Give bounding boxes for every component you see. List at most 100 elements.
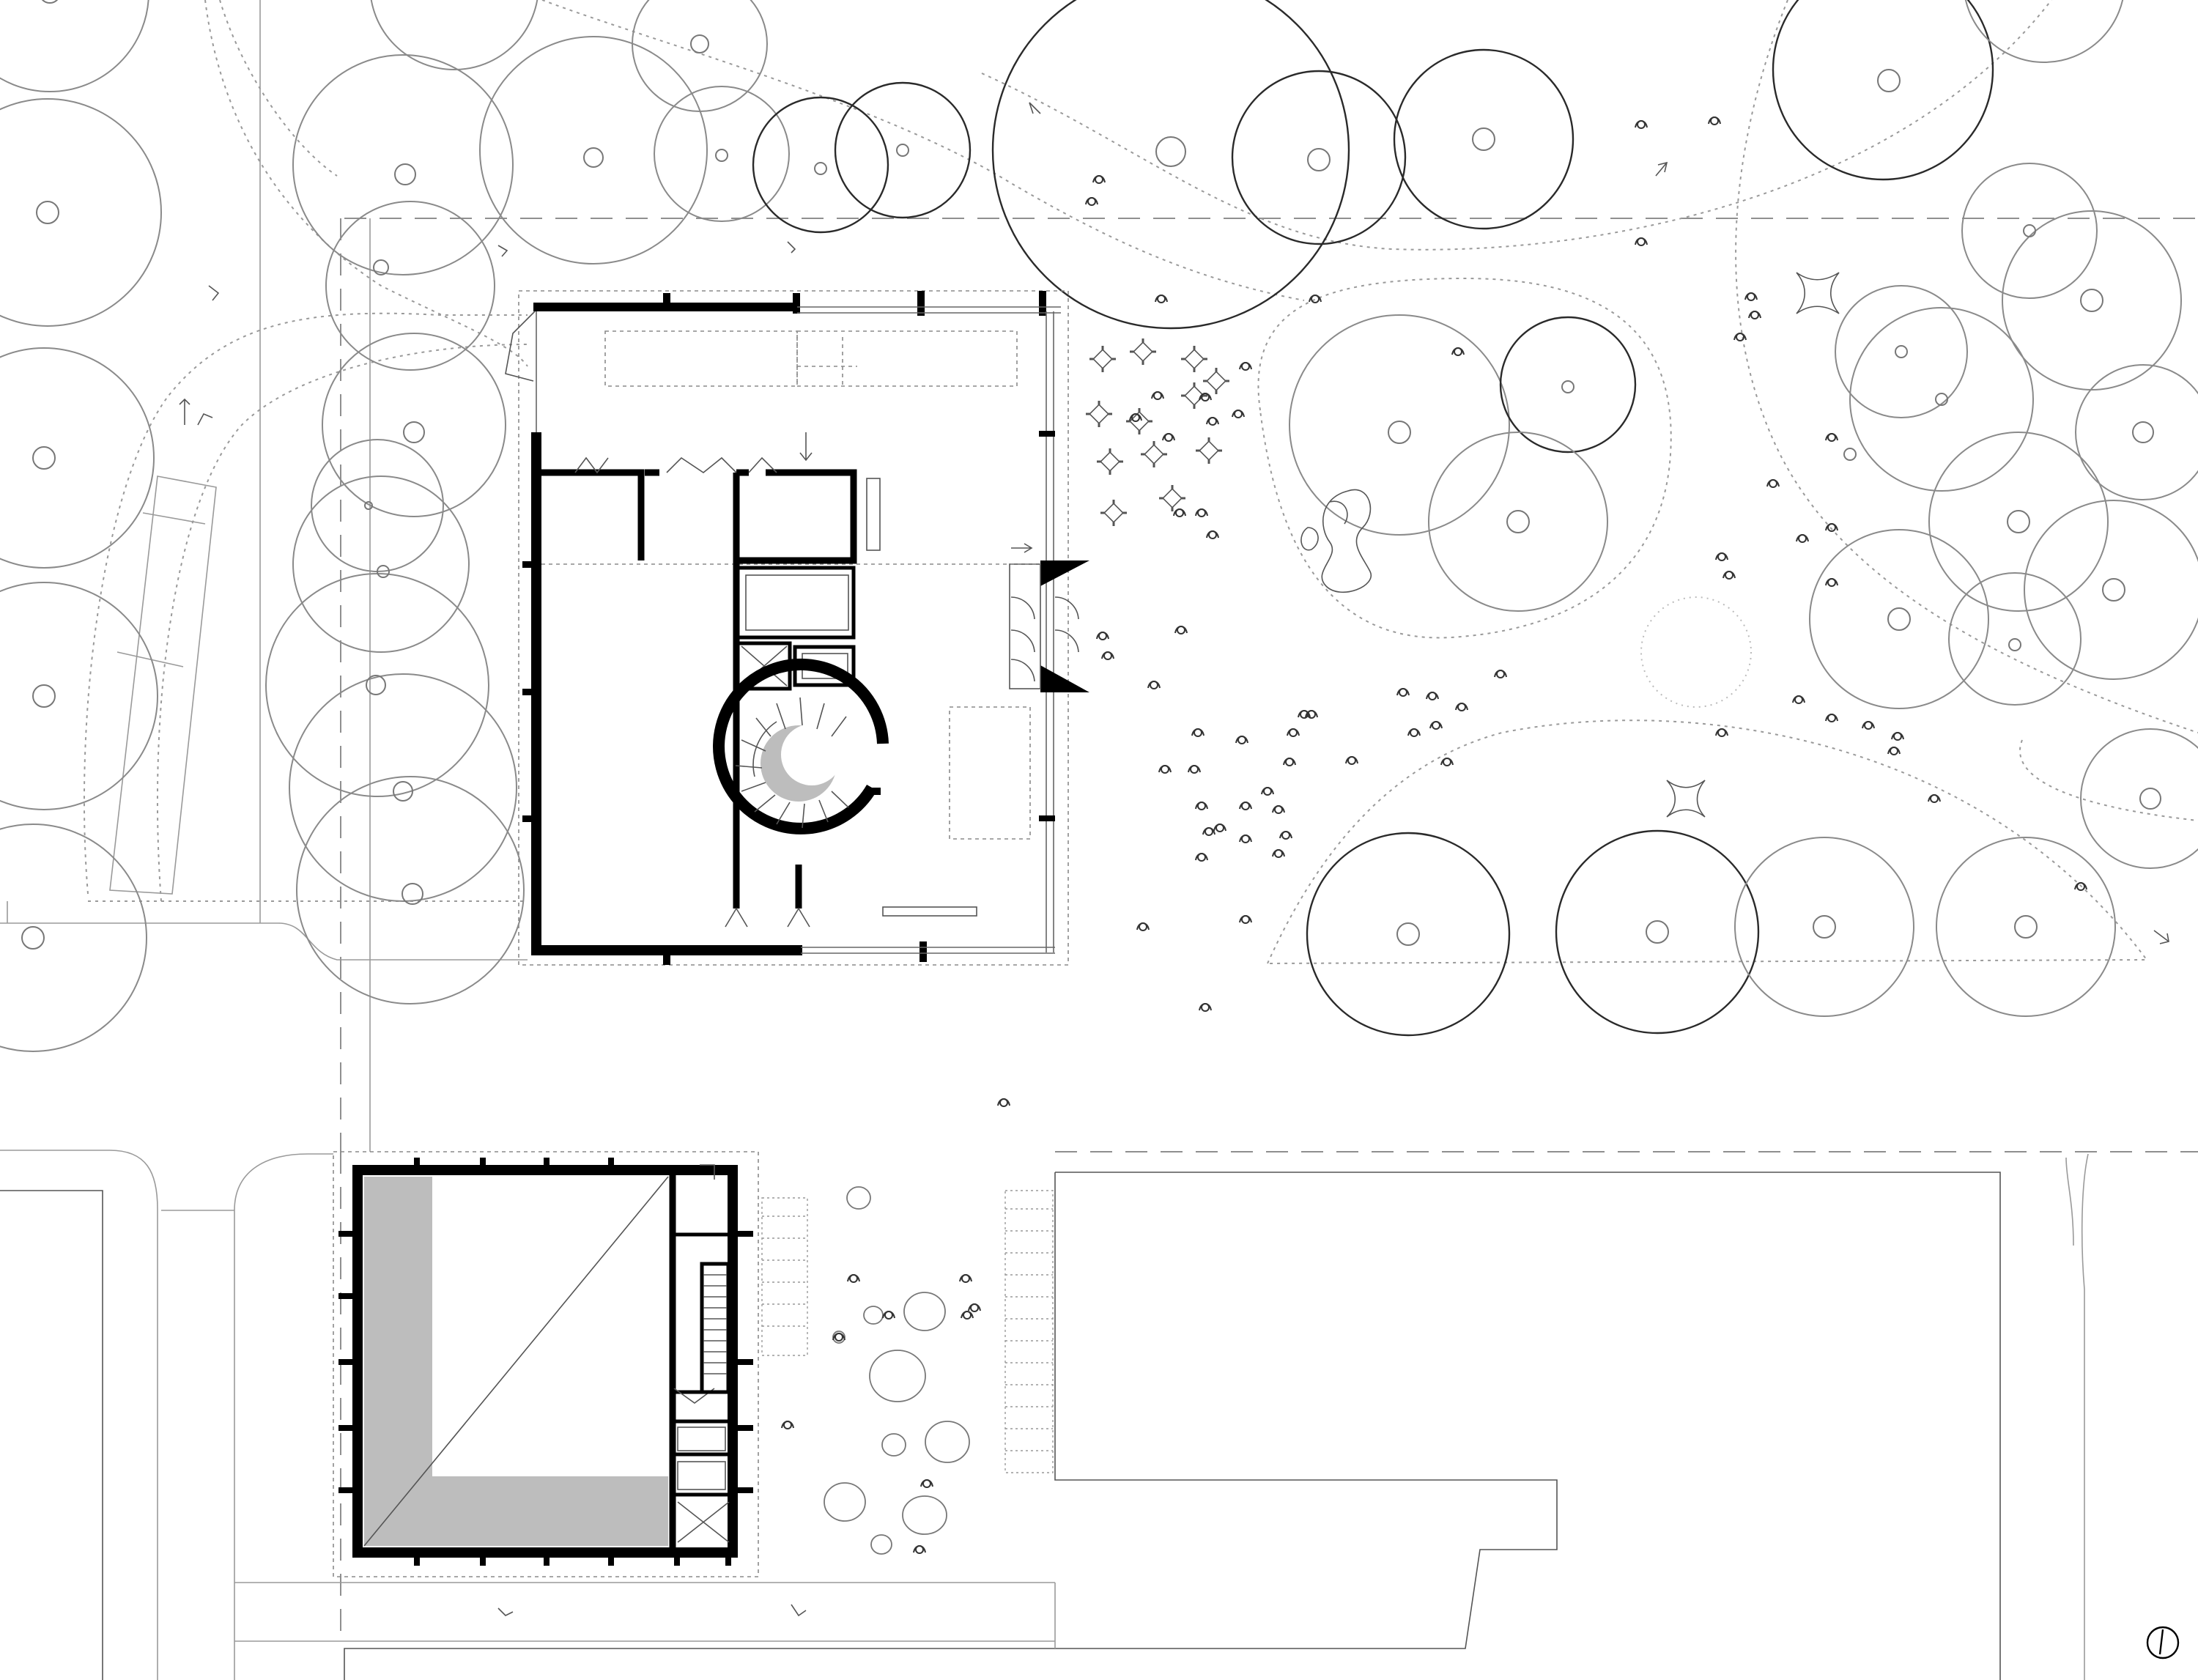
person-figure xyxy=(1396,688,1410,697)
person-figure xyxy=(1887,747,1901,755)
person-figure xyxy=(1455,703,1468,711)
person-figure xyxy=(882,1311,895,1320)
north-building xyxy=(505,290,1089,966)
cafe-table xyxy=(1159,485,1185,511)
person-figure xyxy=(2074,882,2087,891)
person-figure xyxy=(832,1333,845,1342)
person-figure xyxy=(1191,728,1205,737)
cafe-table xyxy=(1203,368,1229,394)
person-figure xyxy=(1151,391,1164,400)
person-figure xyxy=(1825,578,1838,587)
person-figure xyxy=(1092,175,1106,184)
person-figure xyxy=(1195,802,1208,810)
person-figure xyxy=(1766,479,1780,488)
person-figure xyxy=(1136,922,1150,931)
person-figure xyxy=(1635,237,1648,246)
person-figure xyxy=(1792,695,1805,704)
person-figure xyxy=(1407,728,1421,737)
person-figure xyxy=(913,1545,926,1554)
person-figure xyxy=(1272,805,1285,814)
water-feature xyxy=(1300,489,1372,593)
person-figure xyxy=(1199,1003,1212,1012)
person-figure xyxy=(1206,417,1219,426)
person-figure xyxy=(1305,710,1318,719)
person-figure xyxy=(1440,758,1454,766)
person-figure xyxy=(1272,849,1285,858)
person-figure xyxy=(1239,915,1252,924)
spiral-staircase-icon xyxy=(713,658,889,835)
person-figure xyxy=(1722,571,1736,580)
road-edges-west xyxy=(7,0,261,923)
cafe-table xyxy=(1097,448,1123,475)
person-figure xyxy=(1279,831,1292,840)
person-figure xyxy=(1213,824,1226,832)
person-figure xyxy=(1345,756,1358,765)
person-figure xyxy=(961,1311,974,1320)
direction-arrows xyxy=(179,102,2169,944)
cafe-table xyxy=(1181,382,1207,409)
person-figure xyxy=(1635,120,1648,129)
cafe-table-icon xyxy=(1086,338,1229,526)
cafe-table xyxy=(1130,338,1156,365)
person-figure xyxy=(1101,651,1114,660)
tree-trunks xyxy=(21,0,2161,950)
person-figure xyxy=(1206,530,1219,539)
person-figure xyxy=(997,1098,1010,1107)
person-figure xyxy=(1715,728,1728,737)
cafe-table xyxy=(1126,408,1152,434)
person-figure xyxy=(1162,433,1175,442)
person-figure xyxy=(1309,295,1322,303)
person-figure xyxy=(847,1274,860,1283)
person-figure xyxy=(781,1421,794,1429)
cafe-table xyxy=(1196,437,1222,464)
cafe-table xyxy=(1086,401,1112,427)
person-figure xyxy=(1174,626,1188,634)
person-figure xyxy=(1147,681,1161,689)
person-figure xyxy=(1235,736,1248,744)
cafe-table xyxy=(1089,346,1116,372)
road-edges-south xyxy=(0,1150,1056,1680)
person-figure xyxy=(1188,765,1201,774)
cafe-table xyxy=(1100,500,1127,526)
person-figure xyxy=(1173,508,1186,517)
person-figure xyxy=(1261,787,1274,796)
north-arrow-icon xyxy=(2146,1626,2180,1659)
person-figure xyxy=(1733,333,1747,341)
person-figure xyxy=(920,1479,933,1488)
person-figure xyxy=(1239,835,1252,843)
south-building xyxy=(333,1151,808,1577)
site-paths xyxy=(0,0,2198,965)
person-figure xyxy=(968,1303,981,1312)
person-figure xyxy=(1891,732,1904,741)
person-figure xyxy=(1158,765,1172,774)
person-figure xyxy=(1825,433,1838,442)
person-figure xyxy=(1748,311,1761,319)
person-figure xyxy=(1744,292,1758,301)
person-figure xyxy=(1451,347,1465,356)
person-figure xyxy=(1199,393,1212,402)
adjacent-block-outline xyxy=(344,1153,2089,1680)
person-figure xyxy=(1283,758,1296,766)
person-figure xyxy=(1232,410,1245,418)
cafe-table xyxy=(1181,346,1207,372)
person-figure xyxy=(1096,632,1109,640)
property-lines xyxy=(340,218,2198,1641)
person-figure xyxy=(1862,721,1875,730)
person-figure xyxy=(1195,508,1208,517)
person-figure xyxy=(1825,714,1838,722)
person-figure xyxy=(1239,362,1252,371)
person-figure xyxy=(1715,552,1728,561)
person-figure xyxy=(1928,794,1941,803)
person-figure xyxy=(1195,853,1208,862)
trees xyxy=(0,0,2198,1052)
person-figure xyxy=(1155,295,1168,303)
person-figure xyxy=(959,1274,972,1283)
person-figure xyxy=(1239,802,1252,810)
person-figure xyxy=(1796,534,1809,543)
person-figure xyxy=(1429,721,1443,730)
person-figure xyxy=(1708,116,1721,125)
play-sculpture-icon xyxy=(1666,272,1840,818)
play-area-dotted xyxy=(1640,596,1752,708)
cafe-table xyxy=(1141,441,1167,467)
boulders xyxy=(824,1186,970,1555)
